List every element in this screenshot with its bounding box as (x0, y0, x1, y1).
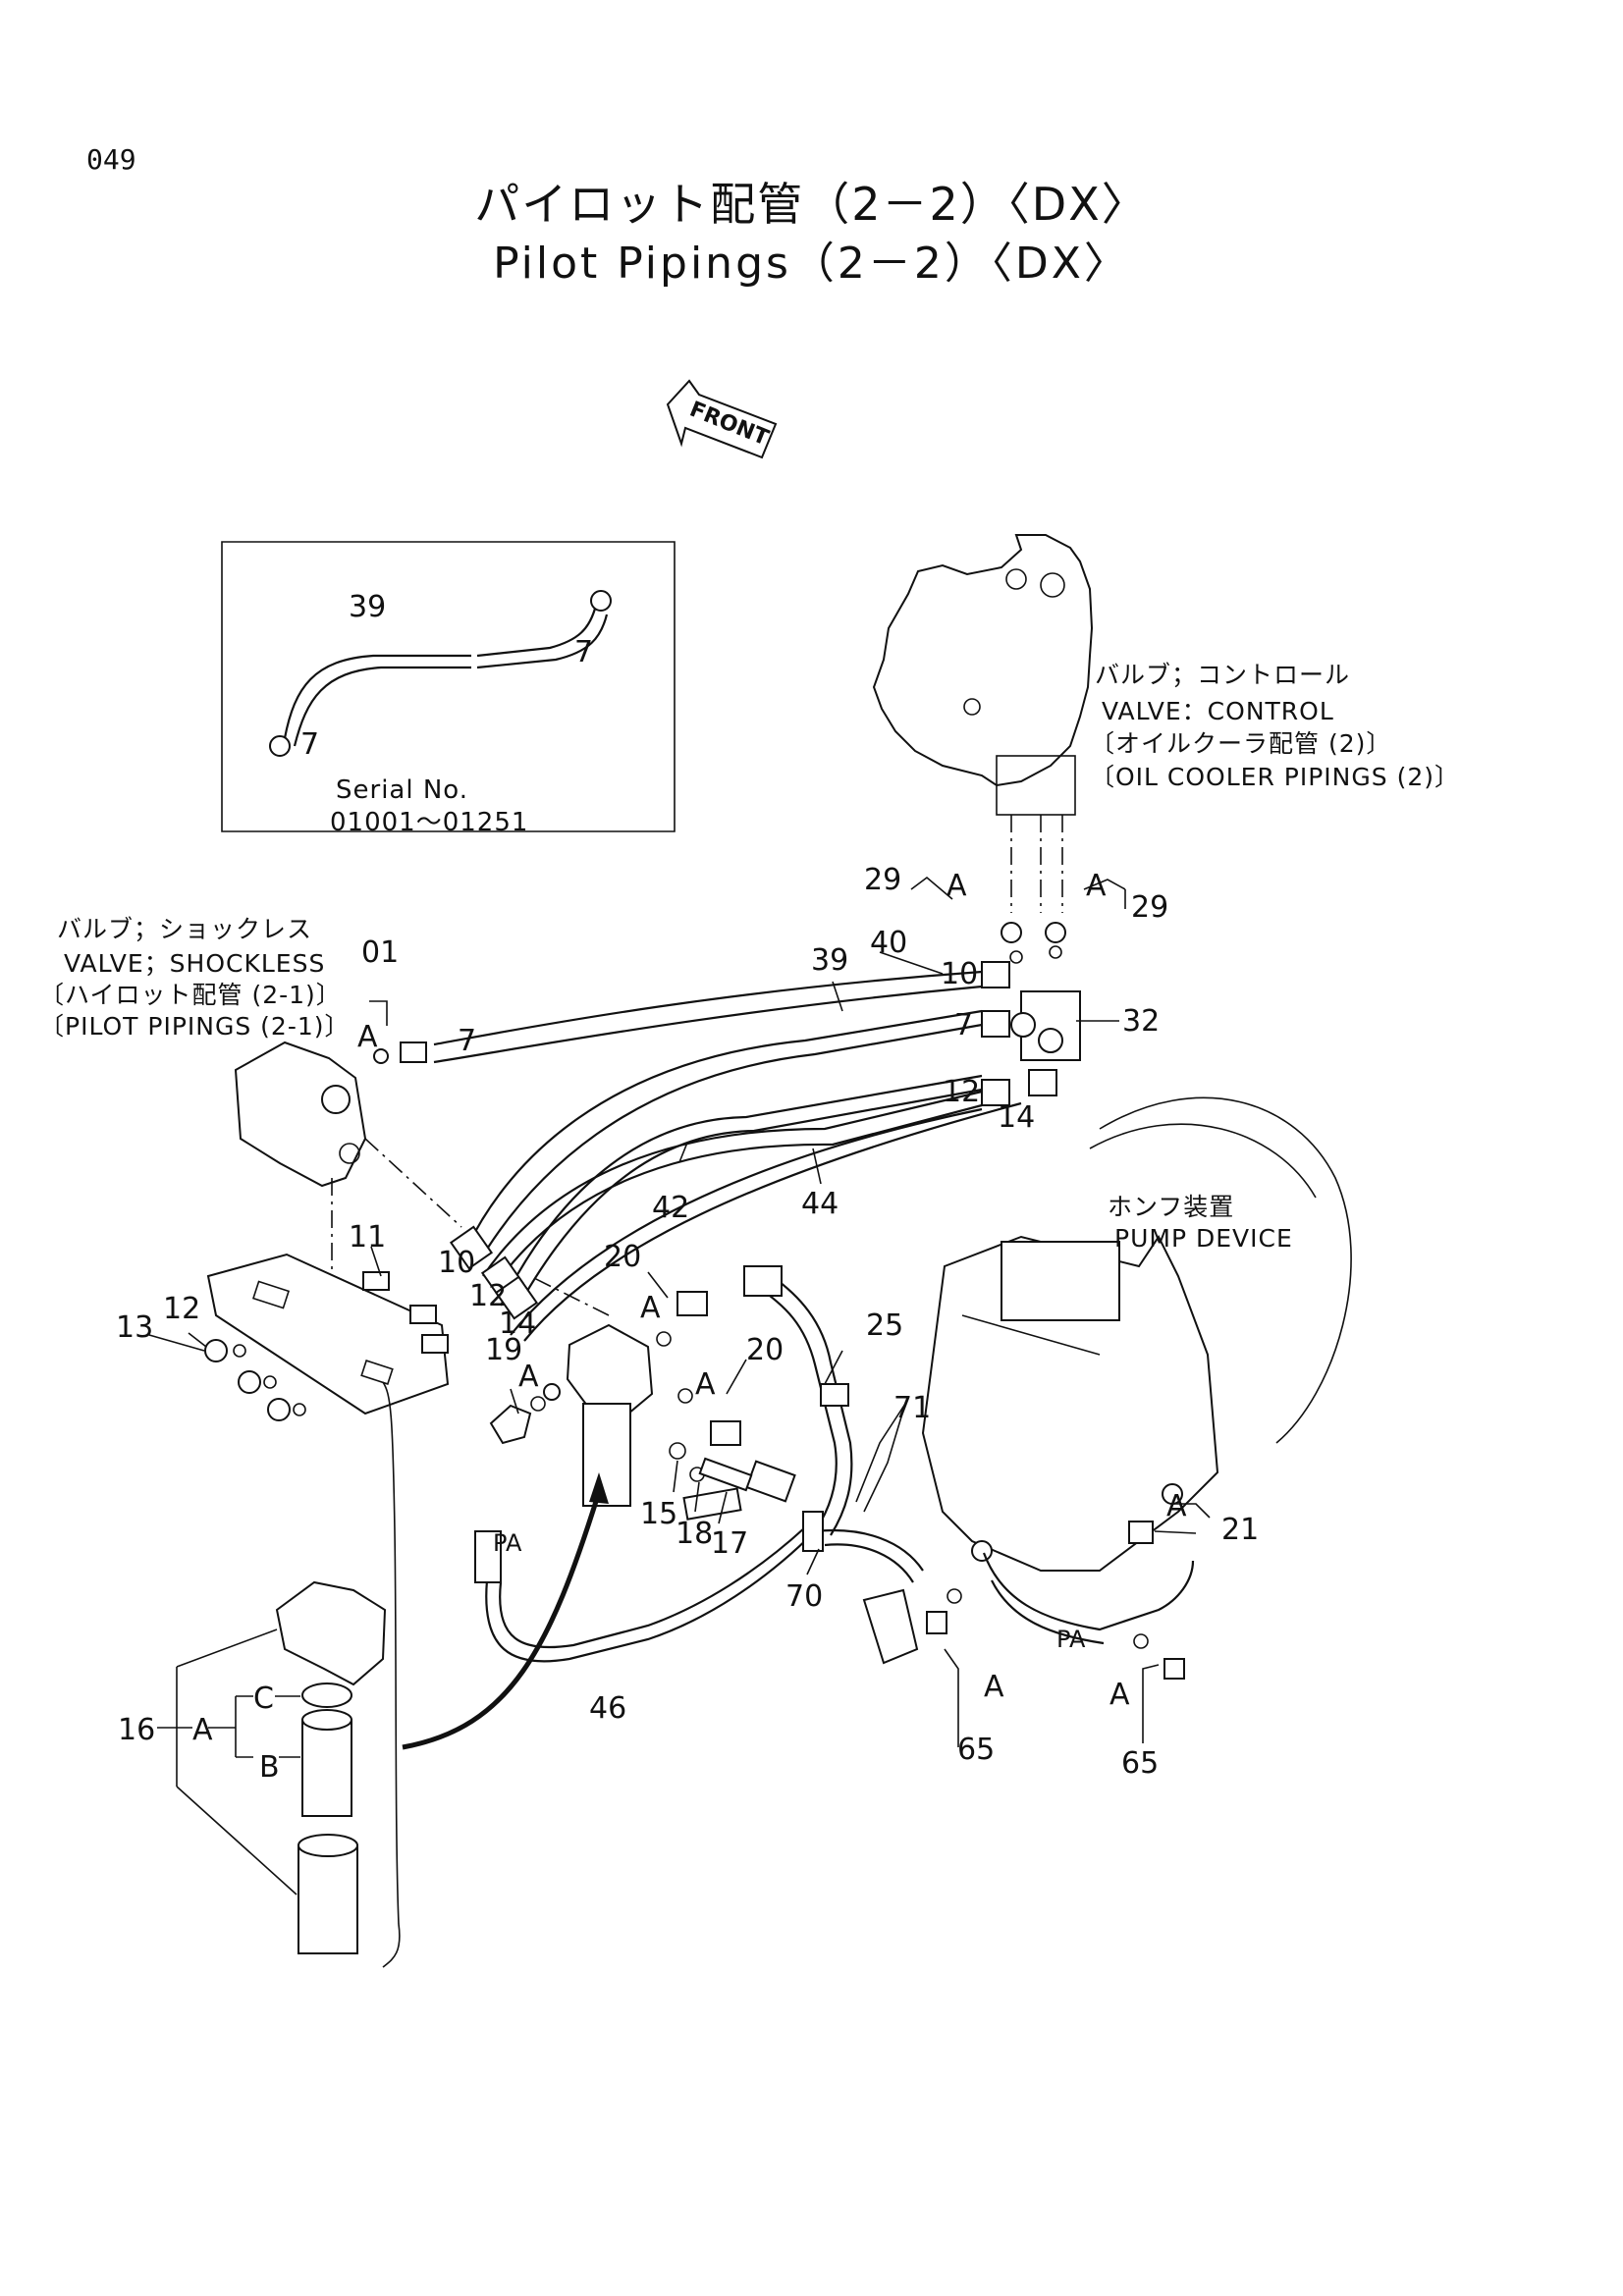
label-12-left: 12 (163, 1292, 200, 1326)
manifold-32 (1001, 922, 1081, 1061)
label-14-left: 14 (499, 1307, 536, 1341)
label-11: 11 (349, 1220, 386, 1255)
inset-label-39: 39 (349, 590, 386, 624)
control-valve-en: VALVE：CONTROL (1102, 697, 1334, 725)
label-46: 46 (589, 1691, 626, 1726)
label-A-20-mid: A (695, 1367, 716, 1402)
serial-label: Serial No. (336, 775, 468, 805)
label-A-20-top: A (640, 1291, 661, 1325)
mounting-plate (204, 1253, 450, 1421)
label-65-right: 65 (1121, 1746, 1159, 1781)
label-25: 25 (866, 1308, 903, 1343)
pump-device: ホンフ装置 PUMP DEVICE (921, 1096, 1352, 1572)
inset-label-7-left: 7 (300, 727, 319, 762)
label-44: 44 (801, 1187, 839, 1221)
label-A-29-right: A (1086, 869, 1107, 903)
pump-device-jp: ホンフ装置 (1108, 1193, 1234, 1221)
label-A-19: A (518, 1360, 539, 1394)
label-65-left: 65 (957, 1733, 995, 1767)
label-21: 21 (1221, 1513, 1259, 1547)
pump-device-en: PUMP DEVICE (1114, 1224, 1293, 1253)
label-19: 19 (485, 1333, 522, 1367)
pilot-en: 〔PILOT PIPINGS (2-1)〕 (39, 1012, 351, 1041)
label-16: 16 (118, 1713, 155, 1747)
oil-cooler-en: 〔OIL COOLER PIPINGS (2)〕 (1090, 763, 1460, 791)
pilot-jp: 〔ハイロット配管 (2-1)〕 (39, 981, 342, 1009)
pilot-filter (529, 1275, 654, 1507)
serial-range: 01001～01251 (330, 808, 528, 837)
label-10-right: 10 (941, 957, 978, 991)
label-29-right: 29 (1131, 890, 1168, 925)
label-42: 42 (652, 1191, 689, 1225)
label-A-01: A (357, 1020, 378, 1054)
label-18: 18 (676, 1517, 713, 1551)
pilot-hoses (433, 961, 1057, 1342)
label-20-mid: 20 (746, 1333, 784, 1367)
label-13: 13 (116, 1310, 153, 1345)
shockless-valve-callout: バルブ；ショックレス VALVE；SHOCKLESS 〔ハイロット配管 (2-1… (39, 915, 351, 1041)
page-number: 049 (86, 143, 136, 176)
label-15: 15 (640, 1497, 677, 1531)
label-39: 39 (811, 943, 848, 978)
label-PA-right: PA (1056, 1626, 1086, 1653)
serial-inset: 39 7 7 Serial No. 01001～01251 (221, 541, 676, 837)
label-B-16: B (259, 1750, 280, 1785)
label-10-left: 10 (438, 1246, 475, 1280)
title-japanese: パイロット配管（2－2）〈DX〉 (474, 178, 1149, 231)
front-arrow: FRONT (666, 379, 778, 459)
title-english: Pilot Pipings（2－2）〈DX〉 (493, 239, 1130, 289)
shockless-en: VALVE；SHOCKLESS (64, 949, 325, 978)
hoses-25-46-71 (474, 1265, 924, 1665)
label-A-65-right: A (1109, 1678, 1130, 1712)
label-C-16: C (253, 1682, 274, 1716)
label-01: 01 (361, 935, 399, 970)
label-A-16: A (192, 1713, 213, 1747)
label-29-left: 29 (864, 863, 901, 897)
label-14-right: 14 (998, 1100, 1035, 1135)
shockless-jp: バルブ；ショックレス (57, 915, 312, 943)
label-40: 40 (870, 926, 907, 960)
control-valve: バルブ；コントロール VALVE：CONTROL 〔オイルクーラ配管 (2)〕 … (872, 534, 1460, 913)
label-32: 32 (1122, 1004, 1160, 1039)
inset-label-7-right: 7 (574, 635, 593, 669)
hose-21 (926, 1483, 1195, 1680)
label-A-65-left: A (984, 1670, 1004, 1704)
label-7: 7 (458, 1024, 476, 1058)
label-20-top: 20 (604, 1240, 641, 1274)
oil-cooler-jp: 〔オイルクーラ配管 (2)〕 (1090, 729, 1391, 758)
label-7-right: 7 (954, 1008, 973, 1042)
label-70: 70 (785, 1579, 823, 1614)
label-12-right: 12 (943, 1075, 980, 1109)
label-71: 71 (893, 1391, 931, 1425)
fittings-center (489, 1291, 753, 1492)
control-valve-jp: バルブ；コントロール (1095, 661, 1350, 689)
shockless-valve (234, 1041, 462, 1330)
filter-detail-16 (157, 1381, 609, 1968)
label-12-mid: 12 (469, 1279, 507, 1313)
label-A-21: A (1166, 1489, 1187, 1523)
label-A-29-left: A (947, 869, 967, 903)
fittings-01 (369, 1000, 427, 1064)
part-labels: 01 A 7 11 12 13 10 12 14 29 A 29 A 39 40… (116, 863, 1259, 1785)
leader-lines (148, 876, 1211, 1747)
label-PA-left: PA (493, 1529, 522, 1557)
label-17: 17 (711, 1526, 748, 1561)
